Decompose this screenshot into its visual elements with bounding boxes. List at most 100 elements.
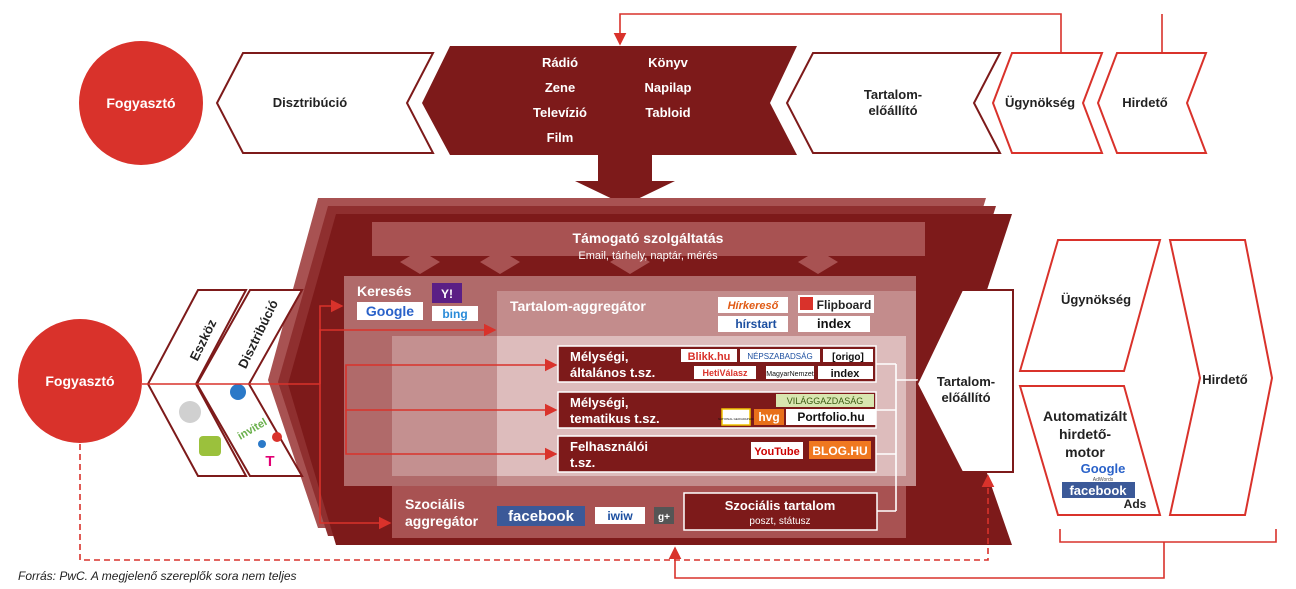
vilaggazdasag-logo bbox=[776, 394, 874, 407]
origo-logo bbox=[823, 349, 873, 362]
support-service-subtitle: Email, tárhely, naptár, mérés bbox=[578, 250, 718, 262]
facebook-logo-text: facebook bbox=[508, 508, 575, 525]
support-service-bar bbox=[372, 222, 925, 274]
media-item: Film bbox=[547, 130, 574, 145]
hetivalasz-logo bbox=[694, 366, 756, 379]
top-advertiser-chevron bbox=[1096, 52, 1208, 154]
bottom-consumer-label: Fogyasztó bbox=[45, 373, 114, 389]
top-consumer-circle bbox=[79, 41, 203, 165]
aggregator-label: Tartalom-aggregátor bbox=[510, 298, 646, 314]
social-content-label: Szociális tartalom bbox=[725, 498, 836, 513]
google-adwords-logo: Google bbox=[1081, 461, 1126, 476]
magyarnemzet-logo-text: MagyarNemzet bbox=[766, 371, 814, 378]
top-feedback-loop bbox=[613, 13, 1163, 52]
hvg-logo-text: hvg bbox=[758, 410, 779, 424]
origo-logo-text: [origo] bbox=[832, 352, 864, 363]
top-agency-chevron bbox=[991, 52, 1104, 154]
bottom-content-producer-label-2: előállító bbox=[941, 390, 990, 405]
hirkereso-logo bbox=[718, 297, 788, 313]
support-service-title: Támogató szolgáltatás bbox=[573, 230, 724, 246]
user-content-label-1: Felhasználói bbox=[570, 439, 648, 454]
bottom-advertiser-chevron bbox=[1168, 239, 1274, 516]
google-logo-text: Google bbox=[366, 303, 414, 319]
telenor-icon bbox=[258, 440, 266, 448]
blikk-logo-text: Blikk.hu bbox=[688, 351, 731, 363]
bottom-advertiser-label: Hirdető bbox=[1202, 372, 1248, 387]
adwords-logo-sub: AdWords bbox=[1093, 477, 1114, 483]
bloghu-logo-text: BLOG.HU bbox=[812, 444, 867, 458]
deep-thematic-label-1: Mélységi, bbox=[570, 395, 629, 410]
upc-icon bbox=[230, 384, 246, 400]
top-content-producer-label-2: előállító bbox=[868, 103, 917, 118]
social-content-box bbox=[683, 492, 878, 531]
bottom-feedback-loop bbox=[668, 529, 1277, 579]
natgeo-logo bbox=[721, 408, 751, 426]
yahoo-logo-text: Y! bbox=[441, 287, 453, 301]
natgeo-logo-text: NATIONAL GEOGRAPHIC bbox=[718, 417, 755, 421]
hetivalasz-logo-text: HetiVálasz bbox=[702, 368, 748, 378]
flipboard-logo-text: Flipboard bbox=[817, 298, 872, 312]
blikk-logo bbox=[681, 349, 737, 362]
deep-general-label-1: Mélységi, bbox=[570, 349, 629, 364]
consumer-connectors bbox=[142, 299, 558, 530]
facebook-ads-logo bbox=[1062, 482, 1135, 498]
bloghu-logo bbox=[809, 441, 871, 459]
index-logo-text: index bbox=[817, 316, 852, 331]
hirstart-logo bbox=[718, 316, 788, 332]
flipboard-icon bbox=[800, 297, 813, 310]
deep-general-label-2: általános t.sz. bbox=[570, 365, 655, 380]
ads-label: Ads bbox=[1124, 497, 1147, 511]
media-item: Könyv bbox=[648, 55, 689, 70]
dashed-consumer-loop bbox=[79, 444, 995, 561]
down-arrow bbox=[575, 155, 675, 205]
tmobile-logo: T bbox=[265, 453, 274, 470]
top-media-left-list: Rádió Zene Televízió Film bbox=[533, 55, 587, 145]
iwiw-logo bbox=[595, 507, 645, 524]
apple-icon bbox=[179, 401, 201, 423]
yahoo-logo bbox=[432, 283, 462, 303]
search-label: Keresés bbox=[357, 283, 412, 299]
bing-logo-text: bing bbox=[442, 307, 467, 321]
gplus-logo bbox=[654, 507, 674, 524]
producer-connectors bbox=[876, 363, 918, 512]
top-distribution-label: Disztribúció bbox=[273, 95, 347, 110]
bottom-content-producer-chevron bbox=[915, 289, 1014, 473]
hirstart-logo-text: hírstart bbox=[735, 317, 776, 331]
magyarnemzet-logo bbox=[766, 366, 814, 379]
flipboard-logo bbox=[798, 295, 874, 313]
media-item: Tabloid bbox=[645, 105, 690, 120]
hvg-logo bbox=[754, 409, 784, 425]
top-media-block bbox=[422, 46, 797, 155]
media-item: Rádió bbox=[542, 55, 578, 70]
deep-thematic-label-2: tematikus t.sz. bbox=[570, 411, 660, 426]
top-distribution-chevron bbox=[215, 52, 435, 154]
hirkereso-logo-text: Hírkereső bbox=[728, 300, 779, 312]
index-logo bbox=[798, 316, 870, 332]
auto-ad-engine-label-2: hirdető- bbox=[1059, 426, 1111, 442]
nepszabadsag-logo-text: NÉPSZABADSÁG bbox=[747, 352, 812, 361]
nepszabadsag-logo bbox=[740, 349, 820, 362]
top-media-right-list: Könyv Napilap Tabloid bbox=[645, 55, 692, 120]
gplus-logo-text: g+ bbox=[658, 512, 670, 523]
facebook-ads-logo-text: facebook bbox=[1069, 483, 1127, 498]
google-logo bbox=[357, 302, 423, 320]
social-aggregator-label-1: Szociális bbox=[405, 496, 465, 512]
media-item: Zene bbox=[545, 80, 575, 95]
vilaggazdasag-logo-text: VILÁGGAZDASÁG bbox=[787, 396, 864, 406]
media-item: Napilap bbox=[645, 80, 692, 95]
facebook-logo bbox=[497, 506, 585, 526]
bottom-consumer-circle bbox=[18, 319, 142, 443]
media-item: Televízió bbox=[533, 105, 587, 120]
top-content-producer-label-1: Tartalom- bbox=[864, 87, 922, 102]
index2-logo bbox=[818, 366, 873, 379]
social-content-sub: poszt, státusz bbox=[749, 516, 810, 527]
portfolio-logo-text: Portfolio.hu bbox=[797, 410, 864, 424]
index2-logo-text: index bbox=[831, 368, 861, 380]
bottom-agency-label: Ügynökség bbox=[1061, 292, 1131, 307]
iwiw-logo-text: iwiw bbox=[607, 509, 633, 523]
android-icon bbox=[199, 436, 221, 456]
source-footnote: Forrás: PwC. A megjelenő szereplők sora … bbox=[18, 569, 297, 583]
bottom-agency-chevron bbox=[1018, 239, 1162, 372]
bing-logo bbox=[432, 306, 478, 321]
